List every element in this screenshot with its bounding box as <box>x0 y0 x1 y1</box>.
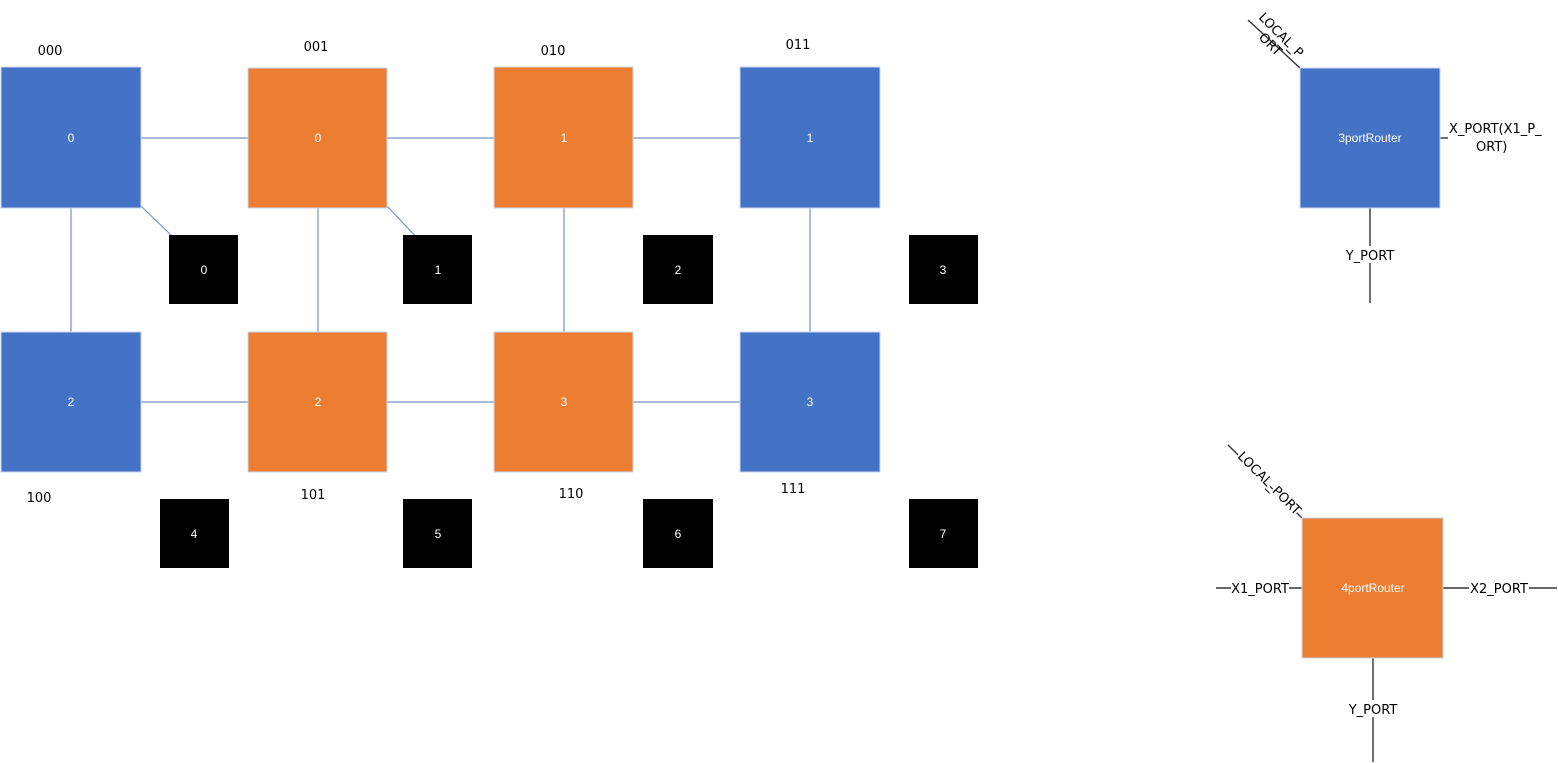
router-address: 100 <box>27 491 52 506</box>
core-box <box>160 499 229 568</box>
router-label: 2 <box>315 395 322 409</box>
router-node: 2 100 <box>0 331 142 506</box>
router-box <box>493 66 634 209</box>
router-node: 3 111 <box>739 331 881 497</box>
legend-4port-router: 4portRouter X1_PORT X2_PORT Y_PORT LOCAL… <box>1216 444 1557 762</box>
router-type-label: 3portRouter <box>1338 131 1401 145</box>
router-label: 1 <box>807 131 814 145</box>
core-node: 3 <box>909 235 978 304</box>
router-label: 1 <box>561 131 568 145</box>
router-node: 1 010 <box>493 44 634 209</box>
core-node: 0 <box>169 235 238 304</box>
core-node: 4 <box>160 499 229 568</box>
router-node: 0 001 <box>247 40 388 209</box>
router-node: 2 101 <box>247 331 388 503</box>
core-box <box>643 499 713 568</box>
router-label: 3 <box>807 395 814 409</box>
core-label: 0 <box>201 263 208 277</box>
link-r0-core0 <box>140 205 173 237</box>
core-node: 2 <box>643 235 713 304</box>
router-label: 0 <box>315 131 322 145</box>
core-box <box>169 235 238 304</box>
core-node: 7 <box>909 499 978 568</box>
router-node: 0 000 <box>0 44 142 209</box>
router-box <box>247 67 388 209</box>
core-node: 6 <box>643 499 713 568</box>
router-box <box>0 331 142 473</box>
label-backdrop <box>1345 700 1401 717</box>
label-backdrop <box>1342 246 1398 263</box>
core-box <box>909 235 978 304</box>
core-label: 2 <box>675 263 682 277</box>
router-address: 011 <box>786 38 811 53</box>
core-box <box>403 499 472 568</box>
router-box <box>739 66 881 209</box>
local-port-line <box>1247 19 1301 69</box>
router-box <box>493 331 634 473</box>
router-label: 2 <box>68 395 75 409</box>
core-label: 7 <box>940 527 947 541</box>
router-box <box>247 331 388 473</box>
legend-3port-router: 3portRouter LOCAL_P ORT X_PORT(X1_P_ ORT… <box>1247 10 1542 303</box>
core-node: 5 <box>403 499 472 568</box>
core-label: 1 <box>435 263 442 277</box>
router-address: 101 <box>301 488 326 503</box>
router-label: 0 <box>68 131 75 145</box>
x-port-label: X_PORT(X1_P_ <box>1449 122 1542 137</box>
local-port-label: LOCAL_PORT <box>1234 449 1303 518</box>
x-port-label: ORT) <box>1476 140 1507 155</box>
router-box <box>739 331 881 473</box>
router-box <box>0 66 142 209</box>
core-box <box>643 235 713 304</box>
core-label: 6 <box>675 527 682 541</box>
core-label: 3 <box>940 263 947 277</box>
local-port-line <box>1227 444 1303 519</box>
label-backdrop <box>1469 579 1529 596</box>
router-address: 000 <box>38 44 63 59</box>
router-address: 111 <box>781 482 806 497</box>
x2-port-label: X2_PORT <box>1470 582 1528 597</box>
mesh-links <box>70 137 811 403</box>
router-type-label: 4portRouter <box>1341 581 1404 595</box>
y-port-label: Y_PORT <box>1348 703 1398 718</box>
core-label: 4 <box>191 527 198 541</box>
router-node: 3 110 <box>493 331 634 502</box>
router-address: 001 <box>304 40 329 55</box>
router-box <box>1299 67 1441 209</box>
router-address: 010 <box>541 44 566 59</box>
core-label: 5 <box>435 527 442 541</box>
router-address: 110 <box>559 487 584 502</box>
x1-port-label: X1_PORT <box>1231 582 1289 597</box>
router-node: 1 011 <box>739 38 881 209</box>
core-node: 1 <box>403 235 472 304</box>
y-port-label: Y_PORT <box>1345 249 1395 264</box>
router-label: 3 <box>561 395 568 409</box>
core-box <box>909 499 978 568</box>
core-box <box>403 235 472 304</box>
label-backdrop <box>1231 579 1289 596</box>
router-box <box>1301 517 1444 659</box>
